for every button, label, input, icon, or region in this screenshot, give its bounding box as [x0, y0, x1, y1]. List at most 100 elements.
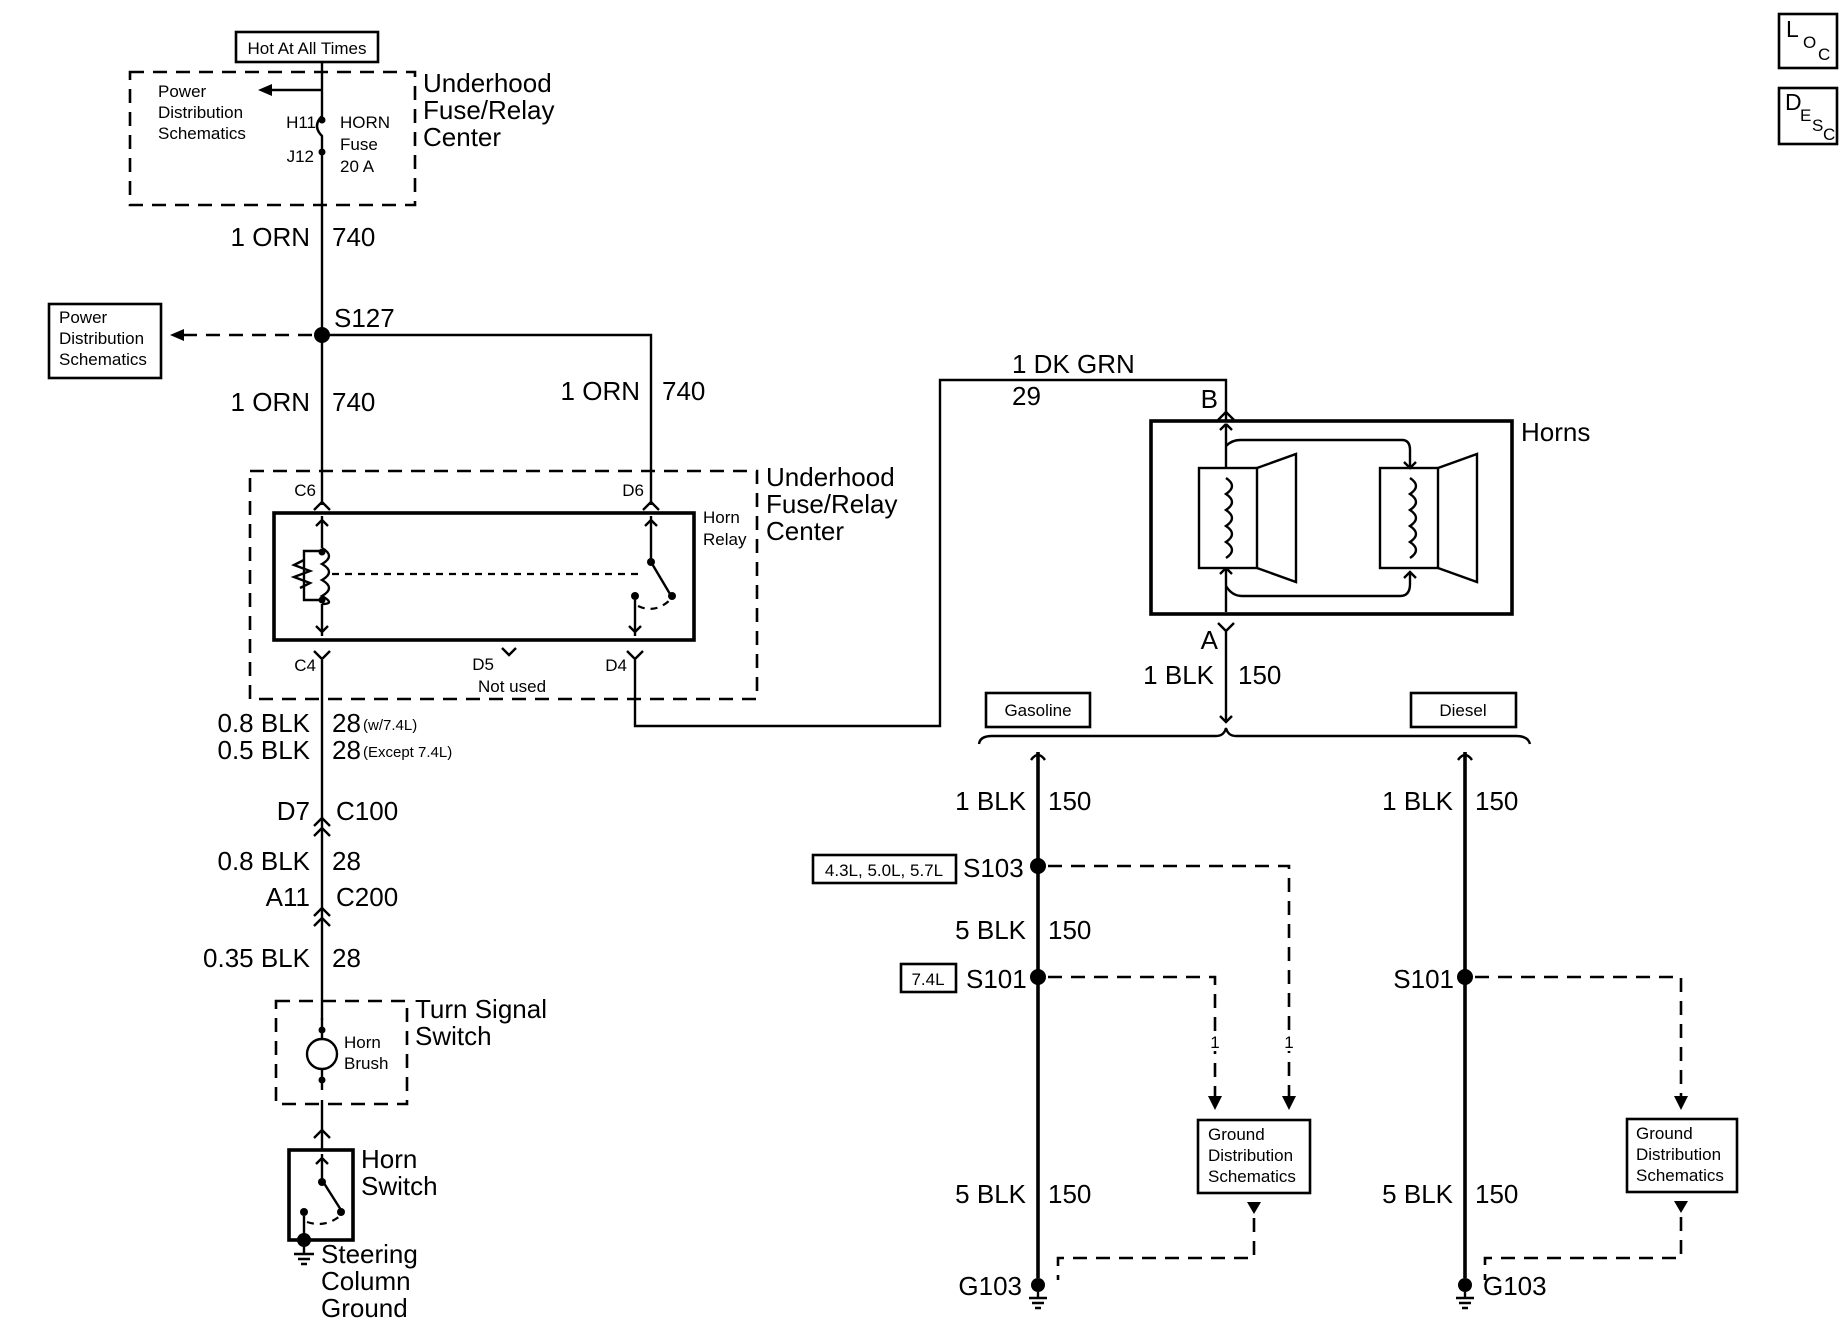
engine-option-74	[899, 962, 958, 994]
pin-c6: C6	[294, 481, 316, 500]
connector-c100-label: C100	[336, 796, 398, 826]
desc-badge-e: E	[1800, 106, 1811, 125]
steering-ground-icon	[294, 1247, 314, 1266]
ground-g103-gas-label: G103	[958, 1271, 1022, 1301]
horn-switch-connector	[313, 1128, 331, 1139]
gds-gas-return	[1056, 1218, 1256, 1280]
wire-740-circuit-mid: 740	[332, 387, 375, 417]
wire-28-note-74: (w/7.4L)	[363, 717, 417, 734]
horn-brush-label-1: Horn	[344, 1033, 381, 1052]
horn-fuse-label-3: 20 A	[340, 157, 375, 176]
horns-pin-b: B	[1201, 384, 1218, 414]
pds-ref-top-2: Distribution	[158, 103, 243, 122]
horn-brush[interactable]	[305, 1037, 339, 1071]
fuse-center-top-title-3: Center	[423, 122, 501, 152]
splice-s127[interactable]	[314, 327, 330, 343]
ground-g103-gas-icon	[1029, 1292, 1047, 1310]
horn-1-lead	[1219, 567, 1233, 612]
gds-box-diesel[interactable]	[1625, 1117, 1739, 1194]
gds-diesel-return	[1483, 1217, 1683, 1280]
desc-badge-d: D	[1785, 89, 1802, 115]
pin-d6: D6	[622, 481, 644, 500]
underhood-fuse-center-top-box	[128, 70, 417, 207]
horn-1-body	[1197, 466, 1259, 570]
wire-28-gauge-05: 0.5 BLK	[217, 735, 310, 765]
gds-gas-2: Distribution	[1208, 1146, 1293, 1165]
gas-wire-gauge-5: 5 BLK	[955, 915, 1026, 945]
option-brace	[977, 727, 1532, 745]
splice-s101-diesel-label: S101	[1393, 964, 1454, 994]
diesel-wire-gauge-1: 1 BLK	[1382, 786, 1453, 816]
horn-relay[interactable]	[272, 511, 696, 642]
gds-diesel-1: Ground	[1636, 1124, 1693, 1143]
s103-dashed-ground	[1048, 864, 1291, 1096]
horns-pin-a: A	[1201, 625, 1219, 655]
relay-center-title-1: Underhood	[766, 462, 895, 492]
steering-ground-2: Column	[321, 1266, 411, 1296]
gds-gas-1: Ground	[1208, 1125, 1265, 1144]
wire-28-circuit-b: 28	[332, 735, 361, 765]
ground-g103-diesel-label: G103	[1483, 1271, 1547, 1301]
splice-s103[interactable]	[1030, 858, 1046, 874]
gas-wire-circuit-1: 150	[1048, 786, 1091, 816]
fuse-center-top-title-2: Fuse/Relay	[423, 95, 555, 125]
horn-switch[interactable]	[287, 1148, 355, 1242]
turn-signal-title-1: Turn Signal	[415, 994, 547, 1024]
wire-150-circuit-top: 150	[1238, 660, 1281, 690]
splice-s101-gas[interactable]	[1030, 969, 1046, 985]
gds-gas-count-bg-b: 1	[1284, 1033, 1293, 1052]
fuse-center-top-title-1: Underhood	[423, 68, 552, 98]
option-gasoline-label: Gasoline	[1004, 701, 1071, 720]
wire-28-gauge-035: 0.35 BLK	[203, 943, 311, 973]
gas-wire-circuit-5: 150	[1048, 915, 1091, 945]
wire-740-branch-gauge: 1 ORN	[561, 376, 640, 406]
relay-center-title-2: Fuse/Relay	[766, 489, 898, 519]
steering-ground-3: Ground	[321, 1293, 408, 1323]
horn-1-coil	[1223, 477, 1234, 559]
underhood-relay-center-box	[248, 469, 759, 701]
horn-2-bell	[1437, 452, 1479, 584]
wire-740-gauge-top: 1 ORN	[231, 222, 310, 252]
horn-fuse-symbol	[315, 88, 324, 158]
horns-pin-a-connector	[1217, 622, 1235, 720]
loc-badge-o: O	[1803, 33, 1816, 52]
option-diesel[interactable]	[1409, 691, 1518, 729]
wire-740-gauge-mid: 1 ORN	[231, 387, 310, 417]
s101-gas-dashed-ground	[1048, 975, 1217, 1096]
pds-box-left-1: Power	[59, 308, 108, 327]
pds-dashed-arrow	[170, 329, 184, 341]
pds-box-left-2: Distribution	[59, 329, 144, 348]
horn-1-bell	[1256, 452, 1298, 584]
horn-2-coil	[1407, 477, 1418, 559]
option-gasoline[interactable]	[984, 691, 1092, 729]
relay-coil	[319, 546, 331, 606]
connector-c200	[313, 906, 331, 927]
ground-g103-gas[interactable]	[1031, 1278, 1045, 1292]
wire-28-gauge-08: 0.8 BLK	[217, 708, 310, 738]
wire-28-note-except: (Except 7.4L)	[363, 744, 452, 761]
relay-contact-travel	[637, 599, 671, 611]
relay-bottom-connectors	[313, 647, 644, 661]
connector-c200-label: C200	[336, 882, 398, 912]
horns-bottom-bus	[1224, 570, 1417, 598]
gas-wire-gauge-1: 1 BLK	[955, 786, 1026, 816]
pin-h11: H11	[286, 113, 316, 132]
pds-box-left[interactable]	[47, 302, 163, 380]
gds-box-gasoline[interactable]	[1196, 1118, 1312, 1195]
wire-29-circuit: 29	[1012, 381, 1041, 411]
splice-s101-diesel[interactable]	[1457, 969, 1473, 985]
horns-component[interactable]	[1149, 419, 1514, 616]
horn-switch-travel	[306, 1215, 341, 1226]
splice-s127-label: S127	[334, 303, 395, 333]
wire-29-dk-grn	[633, 378, 1228, 728]
loc-badge[interactable]: L O C	[1777, 12, 1839, 70]
relay-contact-arm	[644, 516, 672, 595]
ground-g103-diesel[interactable]	[1458, 1278, 1472, 1292]
diesel-wire-gauge-5: 5 BLK	[1382, 1179, 1453, 1209]
pds-arrow-line-top	[265, 62, 324, 92]
pin-d4: D4	[605, 656, 627, 675]
gas-wire-circuit-5b: 150	[1048, 1179, 1091, 1209]
wire-740-branch	[330, 333, 653, 505]
desc-badge[interactable]: D E S C	[1777, 86, 1839, 146]
wire-29-gauge: 1 DK GRN	[1012, 349, 1135, 379]
